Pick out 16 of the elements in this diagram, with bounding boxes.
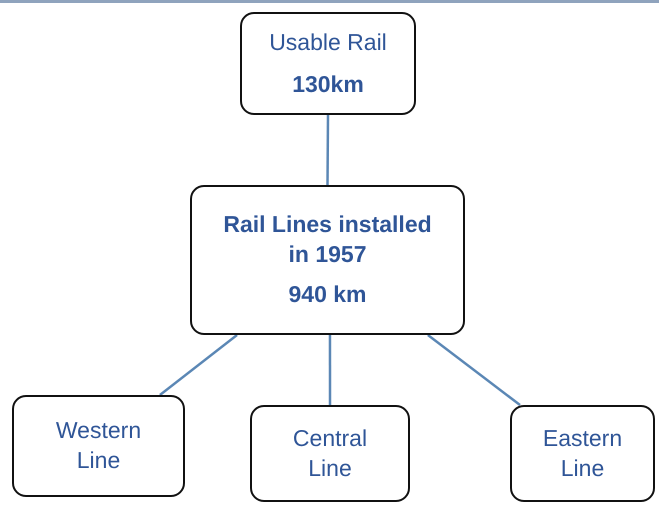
rounded-box — [12, 395, 185, 497]
node-label: Eastern Line — [542, 424, 624, 482]
node-label: Central Line — [292, 424, 368, 482]
connector-line — [328, 335, 332, 405]
node-title: Rail Lines installed in 1957 — [222, 210, 433, 270]
node-value: 940 km — [288, 280, 366, 309]
rounded-box — [250, 405, 410, 502]
node-label: Western Line — [54, 416, 142, 475]
node-title: Usable Rail — [269, 28, 387, 57]
connector-line — [159, 334, 238, 396]
rounded-box — [510, 405, 655, 502]
rounded-box — [240, 12, 416, 115]
rounded-box — [190, 185, 465, 335]
node-value: 130km — [292, 70, 364, 98]
connector-line — [427, 334, 521, 406]
connector-line — [326, 115, 330, 185]
